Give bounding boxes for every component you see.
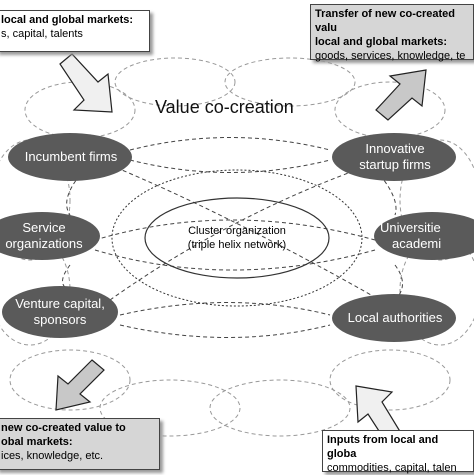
- label-universities-line2: academi: [392, 236, 442, 251]
- label-service-line1: Service: [22, 220, 66, 235]
- label-authorities-line1: Local authorities: [347, 310, 443, 325]
- flow-arrows: [55, 53, 427, 449]
- node-local-authorities: [332, 294, 456, 342]
- label-incumbent-line1: Incumbent firms: [24, 149, 118, 164]
- label-cluster-organization: Cluster organization (triple helix netwo…: [167, 224, 307, 252]
- center-dotted-ring: [111, 169, 363, 307]
- node-incumbent-firms: [8, 133, 132, 181]
- node-universities: [374, 212, 474, 260]
- center-outer-ring: [144, 197, 330, 279]
- box-top-right-line3: goods, services, knowledge, te: [315, 50, 466, 62]
- label-local-authorities: Local authorities: [336, 310, 454, 326]
- label-startup-firms: Innovative startup firms: [336, 141, 454, 173]
- input-arrow-top-left: [59, 53, 113, 113]
- label-venture-capital: Venture capital, sponsors: [4, 296, 116, 328]
- box-bottom-left-line2: obal markets:: [1, 436, 73, 448]
- box-bottom-right-inputs: Inputs from local and globa commodities,…: [322, 430, 474, 474]
- diagram-title: Value co-creation: [155, 97, 294, 117]
- label-incumbent-firms: Incumbent firms: [12, 149, 130, 165]
- cloud-outline: [0, 57, 474, 437]
- output-arrow-bottom-left: [55, 359, 105, 411]
- label-cluster-line2: (triple helix network): [187, 239, 287, 251]
- node-venture-capital: [2, 286, 118, 338]
- network-links: [62, 137, 403, 338]
- label-service-line2: organizations: [5, 236, 83, 251]
- label-startup-line1: Innovative: [365, 141, 425, 156]
- label-venture-line2: sponsors: [33, 312, 87, 327]
- box-bottom-left-transfer: new co-created value to obal markets: ic…: [0, 418, 160, 470]
- box-top-left-inputs: local and global markets: s, capital, ta…: [0, 10, 150, 52]
- box-top-right-transfer: Transfer of new co-created valu local an…: [310, 4, 474, 62]
- box-bottom-right-line1: Inputs from local and globa: [327, 434, 439, 460]
- output-arrow-top-right: [375, 69, 427, 121]
- box-top-left-line2: s, capital, talents: [1, 28, 83, 40]
- node-service-organizations: [0, 212, 100, 260]
- box-bottom-right-line2: commodities, capital, talen: [327, 462, 457, 474]
- label-venture-line1: Venture capital,: [15, 296, 105, 311]
- box-top-right-line1: Transfer of new co-created valu: [315, 8, 455, 34]
- box-top-left-line1: local and global markets:: [1, 14, 134, 26]
- label-startup-line2: startup firms: [359, 157, 431, 172]
- box-top-right-line2: local and global markets:: [315, 36, 448, 48]
- box-bottom-left-line3: ices, knowledge, etc.: [1, 450, 104, 462]
- label-service-organizations: Service organizations: [0, 220, 100, 252]
- box-bottom-left-line1: new co-created value to: [1, 422, 126, 434]
- label-universities: Universitie academi: [380, 220, 474, 252]
- label-universities-line1: Universitie: [380, 220, 441, 235]
- label-cluster-line1: Cluster organization: [188, 225, 286, 237]
- node-innovative-startup-firms: [332, 133, 456, 181]
